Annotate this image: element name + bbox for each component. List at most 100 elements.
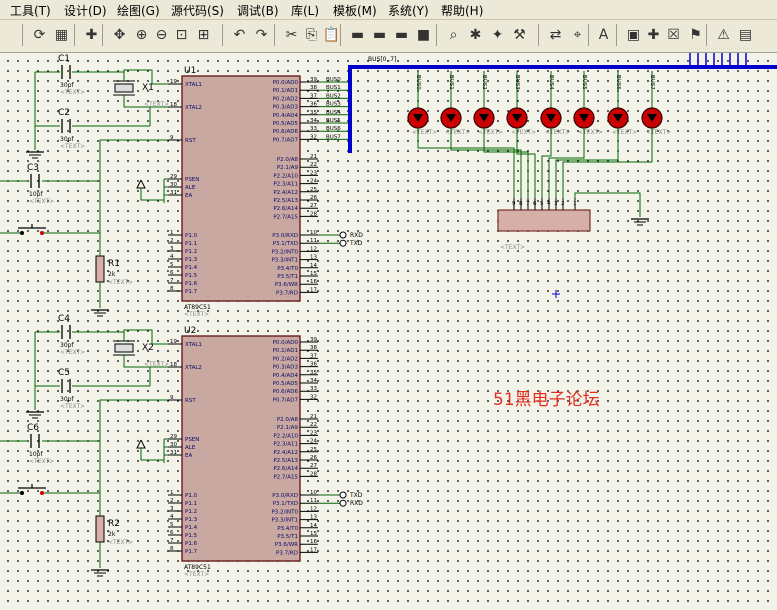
pin-number: 34 — [310, 118, 317, 124]
block-rotate-icon[interactable]: ▬ — [394, 27, 409, 43]
pin-number: 34 — [310, 378, 317, 384]
electrical-rule-check-icon[interactable]: ⚑ — [689, 27, 702, 43]
pin-number: 35 — [310, 370, 317, 376]
pin-number: 12 — [310, 506, 317, 512]
pin-name: P0.1/AD1 — [273, 88, 298, 94]
pin-name: P0.6/AD6 — [273, 129, 299, 135]
pin-name: P0.6/AD6 — [273, 389, 299, 395]
pcb-icon[interactable]: ▤ — [738, 27, 753, 43]
pin-name: XTAL2 — [185, 105, 202, 111]
menu-item-6[interactable]: 模板(M) — [333, 4, 377, 18]
decompose-icon[interactable]: ⚒ — [513, 27, 526, 43]
menu-item-3[interactable]: 源代码(S) — [171, 4, 224, 18]
bill-of-materials-icon[interactable]: ☒ — [667, 27, 680, 43]
delete-sheet-icon[interactable]: ✚ — [647, 27, 660, 43]
pin-number: 26 — [310, 195, 317, 201]
diode-icon — [647, 114, 657, 122]
seven-segment-display — [497, 209, 591, 232]
toolbar-separator — [706, 24, 707, 46]
pin-name: P2.4/A12 — [273, 190, 298, 196]
pin-name: P0.5/AD5 — [273, 121, 299, 127]
wire — [99, 139, 168, 231]
pin-name: P1.4 — [185, 525, 198, 531]
pin-number: 13 — [310, 515, 317, 521]
pin-name: PSEN — [185, 177, 199, 183]
netlist-icon[interactable]: ⚠ — [717, 27, 730, 43]
zoom-in-icon[interactable]: ⊕ — [135, 27, 148, 43]
seg-pin-number: 5 — [540, 201, 544, 207]
wire — [123, 329, 153, 341]
wire — [123, 95, 150, 108]
zoom-all-icon[interactable]: ⊡ — [175, 27, 188, 43]
pin-name: P0.3/AD3 — [273, 365, 299, 371]
chip-type: AT89C51 — [184, 304, 211, 311]
origin-icon[interactable]: ✚ — [85, 27, 98, 43]
rotate-icon[interactable]: ⟳ — [33, 27, 46, 43]
grid-icon[interactable]: ▦ — [54, 27, 69, 43]
pin-name: XTAL1 — [185, 82, 202, 88]
pin-number: 21 — [310, 154, 317, 160]
pin-number: 8 — [170, 546, 174, 552]
pin-name: ALE — [185, 185, 196, 191]
pan-icon[interactable]: ✥ — [113, 27, 126, 43]
pin-number: 21 — [310, 414, 317, 420]
menu-item-0[interactable]: 工具(T) — [10, 4, 51, 18]
diode-icon — [613, 114, 623, 122]
block-copy-icon[interactable]: ▬ — [350, 27, 365, 43]
menu-item-4[interactable]: 调试(B) — [237, 4, 279, 18]
pin-name: P1.2 — [185, 249, 197, 255]
seg-pin-number: 2 — [561, 201, 565, 207]
text-placeholder: <TEXT> — [60, 89, 85, 96]
block-move-icon[interactable]: ▬ — [372, 27, 387, 43]
pin-name: RST — [185, 398, 196, 404]
serial-label: RXD — [350, 500, 363, 507]
chip-body-U2 — [181, 335, 301, 562]
power-icon — [136, 439, 146, 449]
pin-number: 19 — [170, 339, 177, 345]
pin-name: P2.5/A13 — [273, 458, 298, 464]
undo-icon[interactable]: ↶ — [233, 27, 246, 43]
capacitor-ref: C2 — [58, 108, 70, 118]
menu-item-7[interactable]: 系统(Y) — [388, 4, 429, 18]
zoom-area-icon[interactable]: ⊞ — [197, 27, 210, 43]
pick-device-icon[interactable]: ⌕ — [449, 27, 458, 43]
crystal-X1 — [114, 83, 134, 93]
pin-number: 15 — [310, 271, 317, 277]
menu-item-5[interactable]: 库(L) — [291, 4, 320, 18]
menu-item-2[interactable]: 绘图(G) — [117, 4, 160, 18]
paste-icon[interactable]: 📋 — [322, 27, 341, 43]
resistor-ref: R2 — [108, 519, 120, 529]
pin-name: P2.4/A12 — [273, 450, 298, 456]
copy-icon[interactable]: ⎘ — [305, 27, 318, 43]
new-sheet-icon[interactable]: ▣ — [626, 27, 641, 43]
search-tag-icon[interactable]: ⌖ — [573, 27, 582, 43]
pin-number: 10 — [310, 230, 317, 236]
wire — [123, 355, 150, 368]
cut-icon[interactable]: ✂ — [285, 27, 298, 43]
menu-item-8[interactable]: 帮助(H) — [441, 4, 484, 18]
pin-number: 3 — [170, 506, 174, 512]
pin-name: PSEN — [185, 437, 199, 443]
zoom-out-icon[interactable]: ⊖ — [155, 27, 168, 43]
property-assign-icon[interactable]: A — [598, 27, 609, 43]
capacitor-ref: C5 — [58, 368, 70, 378]
text-placeholder: <TEXT> — [412, 129, 437, 136]
block-delete-icon[interactable]: ■ — [416, 27, 431, 43]
redo-icon[interactable]: ↷ — [255, 27, 268, 43]
capacitor-ref: C4 — [58, 314, 70, 324]
menu-item-1[interactable]: 设计(D) — [64, 4, 107, 18]
pin-name: P0.4/AD4 — [273, 113, 299, 119]
pin-name: XTAL1 — [185, 342, 202, 348]
pin-name: P2.2/A10 — [273, 173, 298, 179]
make-device-icon[interactable]: ✱ — [469, 27, 482, 43]
pin-name: P1.6 — [185, 541, 198, 547]
pin-name: P2.5/A13 — [273, 198, 298, 204]
packaging-icon[interactable]: ✦ — [491, 27, 504, 43]
pin-number: 25 — [310, 187, 317, 193]
wire-autorouter-icon[interactable]: ⇄ — [549, 27, 562, 43]
pin-name: P3.7/RD — [276, 550, 298, 556]
pin-number: 5 — [170, 262, 174, 268]
pin-number: 24 — [310, 179, 317, 185]
